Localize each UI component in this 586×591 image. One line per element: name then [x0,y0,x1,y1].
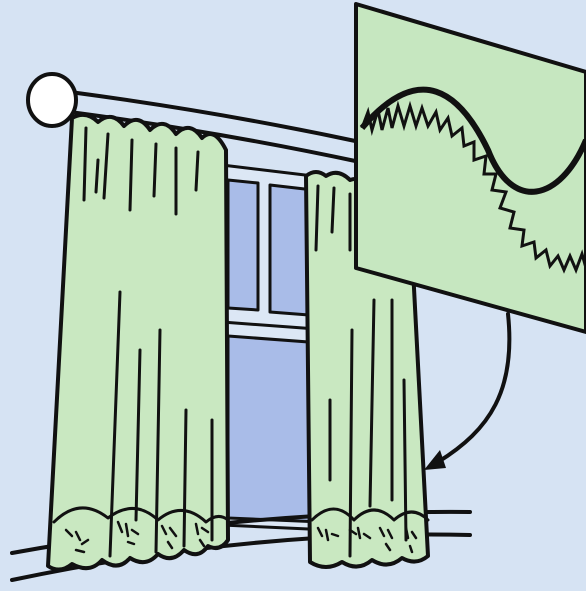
right-curtain-border [310,507,430,522]
stitch-detail-inset [354,2,586,334]
window-pane-top-left [226,178,260,312]
rod-end-cap-icon [26,72,78,128]
zigzag-stitch-icon [359,86,586,275]
left-curtain [46,112,230,572]
right-border-motifs [316,526,418,554]
curved-arrow-icon [424,312,512,470]
left-border-motifs [64,520,210,554]
left-curtain-border [52,506,230,524]
